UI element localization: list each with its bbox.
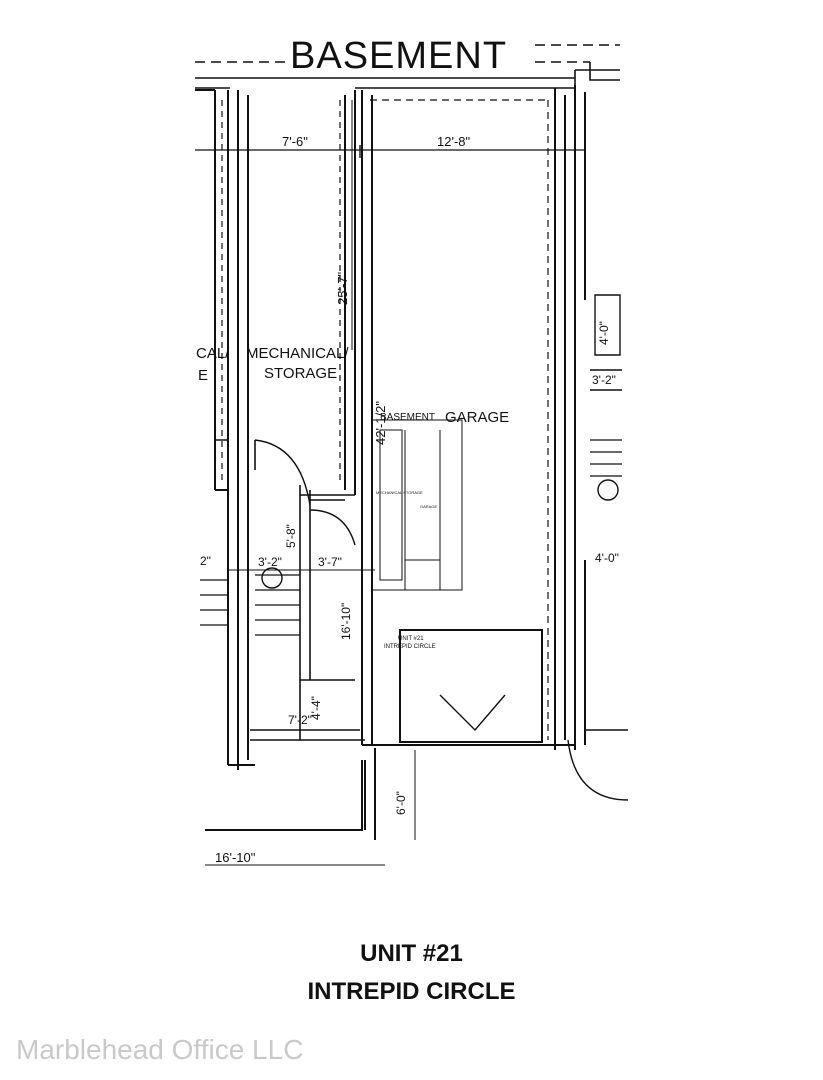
top-right-step xyxy=(574,62,620,88)
caption-street-name: INTREPID CIRCLE xyxy=(307,978,516,1005)
dim-4-4: 4'-4" xyxy=(309,696,323,720)
caption-unit-number: UNIT #21 xyxy=(360,940,463,967)
dim-left-width: 7'-6" xyxy=(282,134,308,149)
dim-7-2: 7'-2" xyxy=(288,713,312,727)
garage-wall-right xyxy=(554,88,566,750)
room-label-partial-1: CAL/ xyxy=(196,345,230,362)
door-arc-2 xyxy=(309,509,356,546)
dim-right-4-0-top: 4'-0" xyxy=(597,321,611,345)
garage-door xyxy=(399,629,543,743)
dim-3-2: 3'-2" xyxy=(258,555,282,569)
inset-plan xyxy=(371,419,463,591)
room-label-garage: GARAGE xyxy=(445,409,509,426)
dim-right-4-0-mid: 4'-0" xyxy=(595,551,619,565)
right-stair xyxy=(590,439,622,477)
stair-post xyxy=(261,567,283,589)
dim-garage-height: 42'-1/2" xyxy=(373,401,388,445)
dim-right-3-2: 3'-2" xyxy=(592,373,616,387)
dim-ticks-top xyxy=(227,145,566,158)
inset-label-street: INTREPID CIRCLE xyxy=(384,644,436,650)
stair-walls xyxy=(250,485,365,741)
mech-wall-left xyxy=(237,90,249,770)
garage-door-v xyxy=(439,694,506,732)
room-label-partial-2: E xyxy=(198,367,208,384)
stair-lines xyxy=(200,574,300,636)
dim-16-10-horiz: 16'-10" xyxy=(215,850,256,865)
dim-16-10-vert: 16'-10" xyxy=(339,603,353,640)
dim-6-0: 6'-0" xyxy=(394,791,408,815)
inset-label-garage: GARAGE xyxy=(420,504,437,509)
right-box xyxy=(590,294,622,391)
inset-label-unit: UNIT #21 xyxy=(398,636,424,642)
lower-walls xyxy=(205,748,376,840)
dim-mech-height: 25'-7" xyxy=(335,271,350,305)
mech-wall-right xyxy=(344,90,356,495)
plan-title: BASEMENT xyxy=(290,35,507,77)
garage-wall-left xyxy=(361,90,373,745)
top-boundary-line xyxy=(195,44,620,63)
room-label-mechanical: MECHANICAL/ xyxy=(246,345,349,362)
top-wall xyxy=(195,77,575,89)
watermark: Marblehead Office LLC xyxy=(16,1034,304,1065)
dim-garage-width: 12'-8" xyxy=(437,134,471,149)
right-door-arc xyxy=(567,739,629,801)
room-label-basement-small: BASEMENT xyxy=(380,412,435,423)
door-arc-1 xyxy=(254,439,311,506)
right-unit-walls xyxy=(574,85,586,750)
mid-partitions xyxy=(214,439,355,501)
room-label-storage: STORAGE xyxy=(264,365,337,382)
dim-left-2: 2" xyxy=(200,554,211,568)
right-stair-post xyxy=(597,479,619,501)
garage-dash xyxy=(370,99,550,740)
dim-5-8: 5'-8" xyxy=(284,524,298,548)
dim-3-7: 3'-7" xyxy=(318,555,342,569)
inset-label-mech: MECHANICAL STORAGE xyxy=(376,490,423,495)
left-outer-wall xyxy=(195,89,255,766)
